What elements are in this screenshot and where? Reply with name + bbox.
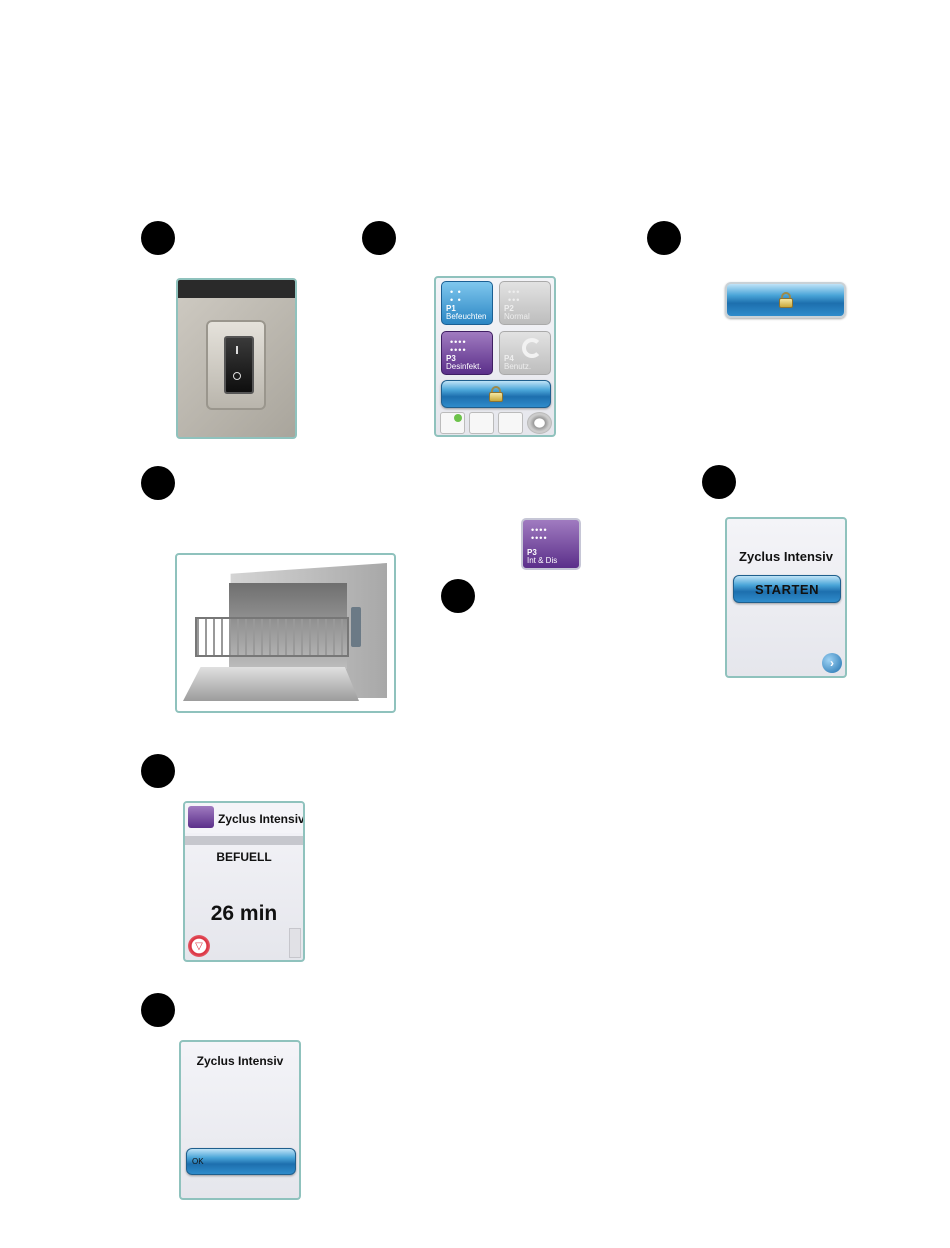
settings-icon-bar: [440, 412, 552, 434]
program-name: Desinfekt.: [446, 362, 482, 371]
start-screen: Zyclus Intensiv STARTEN ›: [725, 517, 847, 678]
status-check-icon[interactable]: [440, 412, 465, 434]
step-marker-2: [362, 221, 396, 255]
program-name: Normal: [504, 312, 530, 321]
program-mini-icon: [188, 806, 214, 828]
program-name: Befeuchten: [446, 312, 486, 321]
step-marker-5: [441, 579, 475, 613]
lock-button[interactable]: [441, 380, 551, 408]
stop-icon[interactable]: ▽: [188, 935, 210, 957]
step-marker-1: [141, 221, 175, 255]
switch-on-mark: [236, 346, 238, 354]
rocker-switch[interactable]: [224, 336, 254, 394]
step-marker-8: [141, 993, 175, 1027]
water-drops-icon: ••••••••: [450, 338, 467, 354]
step-marker-3: [647, 221, 681, 255]
step-marker-6: [702, 465, 736, 499]
gear-icon[interactable]: [527, 412, 552, 434]
open-washer-photo: [175, 553, 396, 713]
program-name: Int & Dis: [527, 556, 557, 565]
washer-side-bottle: [351, 607, 361, 647]
next-arrow-icon[interactable]: ›: [822, 653, 842, 673]
rack-icon[interactable]: [469, 412, 494, 434]
switch-off-mark: [233, 372, 241, 380]
done-screen: Zyclus Intensiv OK: [179, 1040, 301, 1200]
water-drops-icon: ••••••••: [531, 526, 548, 542]
screen-title: Zyclus Intensiv: [181, 1054, 299, 1068]
water-drops-icon: ••••••: [508, 288, 520, 304]
water-drops-icon: • •• •: [450, 288, 462, 304]
screen-title: Zyclus Intensiv: [218, 812, 305, 826]
washer-door: [183, 667, 359, 701]
bottles-icon[interactable]: [498, 412, 523, 434]
running-screen: Zyclus Intensiv BEFUELL 26 min ▽: [183, 801, 305, 962]
unlock-button[interactable]: [725, 282, 846, 318]
status-text: BEFUELL: [185, 850, 303, 864]
remaining-time: 26 min: [185, 902, 303, 926]
lock-icon: [489, 386, 503, 402]
ok-button[interactable]: OK: [186, 1148, 296, 1175]
step-marker-4: [141, 466, 175, 500]
scrollbar[interactable]: [289, 928, 301, 958]
washer-basket: [195, 617, 349, 657]
program-name: Benutz.: [504, 362, 531, 371]
lock-icon: [779, 292, 793, 308]
start-button[interactable]: STARTEN: [733, 575, 841, 603]
photo-top-strip: [178, 280, 295, 298]
step-marker-7: [141, 754, 175, 788]
power-switch-photo: [176, 278, 297, 439]
progress-strip: [185, 836, 303, 845]
start-button-label: STARTEN: [755, 582, 819, 597]
ok-button-label: OK: [192, 1157, 204, 1166]
screen-title: Zyclus Intensiv: [727, 549, 845, 564]
